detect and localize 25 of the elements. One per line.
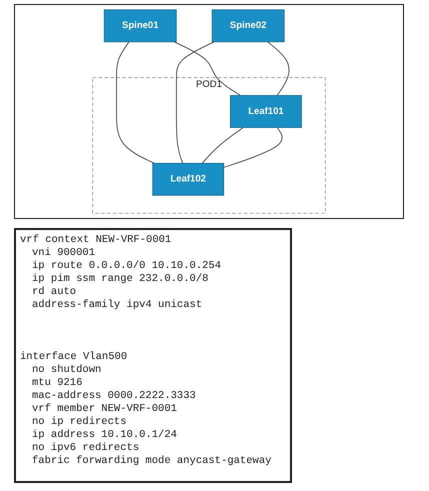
connector: [116, 42, 155, 164]
config-line: ip route 0.0.0.0/0 10.10.0.254: [32, 260, 222, 273]
connector: [223, 127, 282, 168]
config-line: vrf context NEW-VRF-0001: [20, 234, 172, 247]
config-line: rd auto: [32, 286, 76, 299]
node-box: Leaf102: [152, 162, 224, 196]
connector: [176, 42, 215, 164]
node-box: Spine01: [104, 9, 177, 42]
connector: [267, 42, 290, 96]
config-line: no ipv6 redirects: [32, 442, 140, 455]
config-line: no ip redirects: [32, 416, 127, 429]
config-line: vni 900001: [32, 247, 96, 260]
config-line: mac-address 0000.2222.3333: [32, 390, 196, 403]
node-box: Spine02: [212, 9, 285, 42]
config-line: address-family ipv4 unicast: [32, 299, 202, 312]
node-box: Leaf101: [230, 95, 302, 128]
config-line: no shutdown: [32, 364, 102, 377]
connector: [174, 42, 241, 96]
config-line: interface Vlan500: [20, 351, 128, 364]
config-line: ip pim ssm range 232.0.0.0/8: [32, 273, 208, 286]
connector: [202, 127, 244, 164]
config-line: vrf member NEW-VRF-0001: [32, 403, 177, 416]
config-line: fabric forwarding mode anycast-gateway: [32, 455, 272, 468]
config-line: ip address 10.10.0.1/24: [32, 429, 177, 442]
config-line: mtu 9216: [32, 377, 82, 390]
